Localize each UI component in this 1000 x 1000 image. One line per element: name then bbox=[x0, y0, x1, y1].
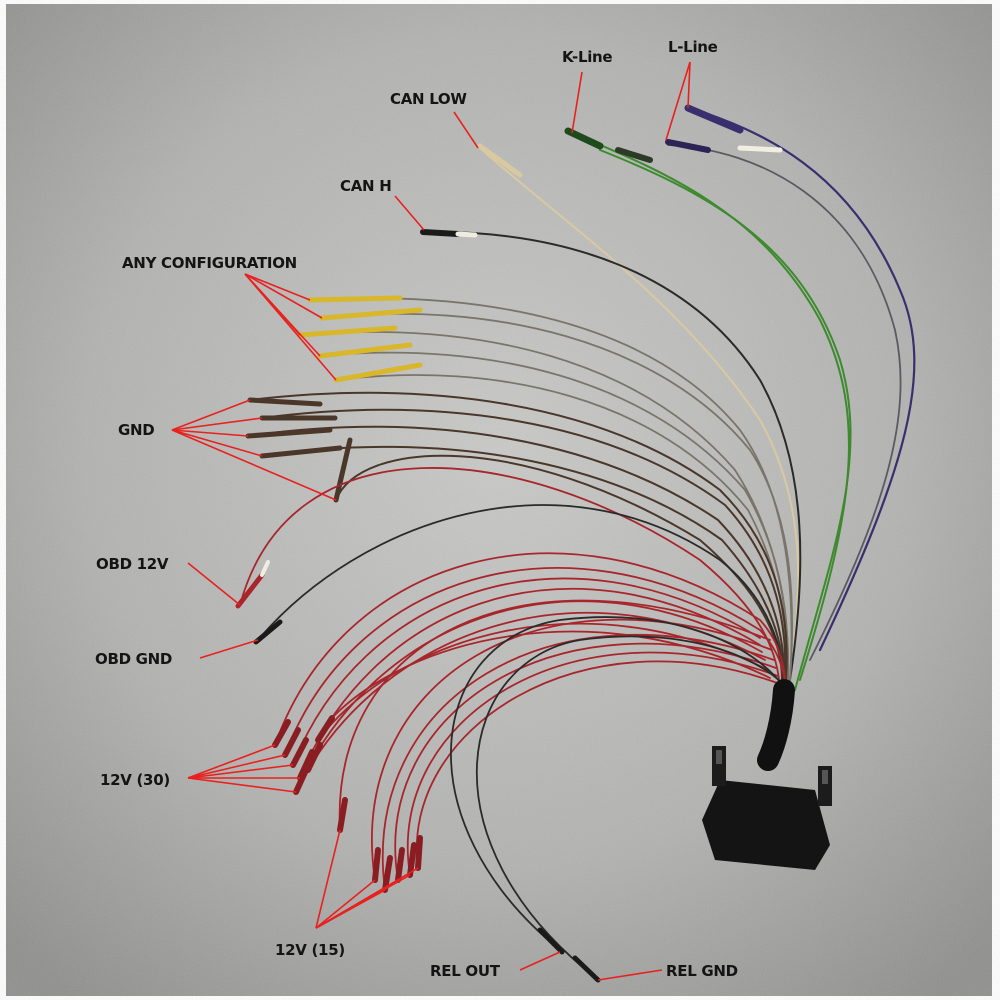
wires bbox=[235, 104, 916, 983]
rel-wires bbox=[450, 616, 789, 983]
label-any-configuration: ANY CONFIGURATION bbox=[122, 254, 297, 272]
label-12v-30: 12V (30) bbox=[100, 771, 170, 789]
label-gnd: GND bbox=[118, 421, 154, 439]
label-12v-15: 12V (15) bbox=[275, 941, 345, 959]
label-can-h: CAN H bbox=[340, 177, 391, 195]
concrete-texture bbox=[6, 4, 992, 996]
label-rel-gnd: REL GND bbox=[666, 962, 738, 980]
db-connector bbox=[702, 679, 832, 870]
l-line-wires bbox=[665, 104, 916, 661]
can-h-wire bbox=[420, 229, 802, 681]
obd-gnd-wire bbox=[253, 504, 785, 691]
labels: K-Line L-Line CAN LOW CAN H ANY CONFIGUR… bbox=[95, 38, 738, 980]
can-low-wire bbox=[477, 143, 800, 681]
label-obd-12v: OBD 12V bbox=[96, 555, 169, 573]
label-l-line: L-Line bbox=[668, 38, 718, 56]
obd-12v-wire bbox=[235, 467, 781, 691]
label-k-line: K-Line bbox=[562, 48, 612, 66]
label-obd-gnd: OBD GND bbox=[95, 650, 172, 668]
leader-lines bbox=[171, 61, 691, 981]
label-can-low: CAN LOW bbox=[390, 90, 467, 108]
v12-15-terminals bbox=[337, 797, 423, 893]
label-rel-out: REL OUT bbox=[430, 962, 501, 980]
gnd-wires bbox=[245, 391, 788, 681]
v12-30-wires bbox=[274, 552, 787, 793]
v12-30-terminals bbox=[272, 715, 335, 795]
k-line-wires bbox=[564, 127, 852, 691]
